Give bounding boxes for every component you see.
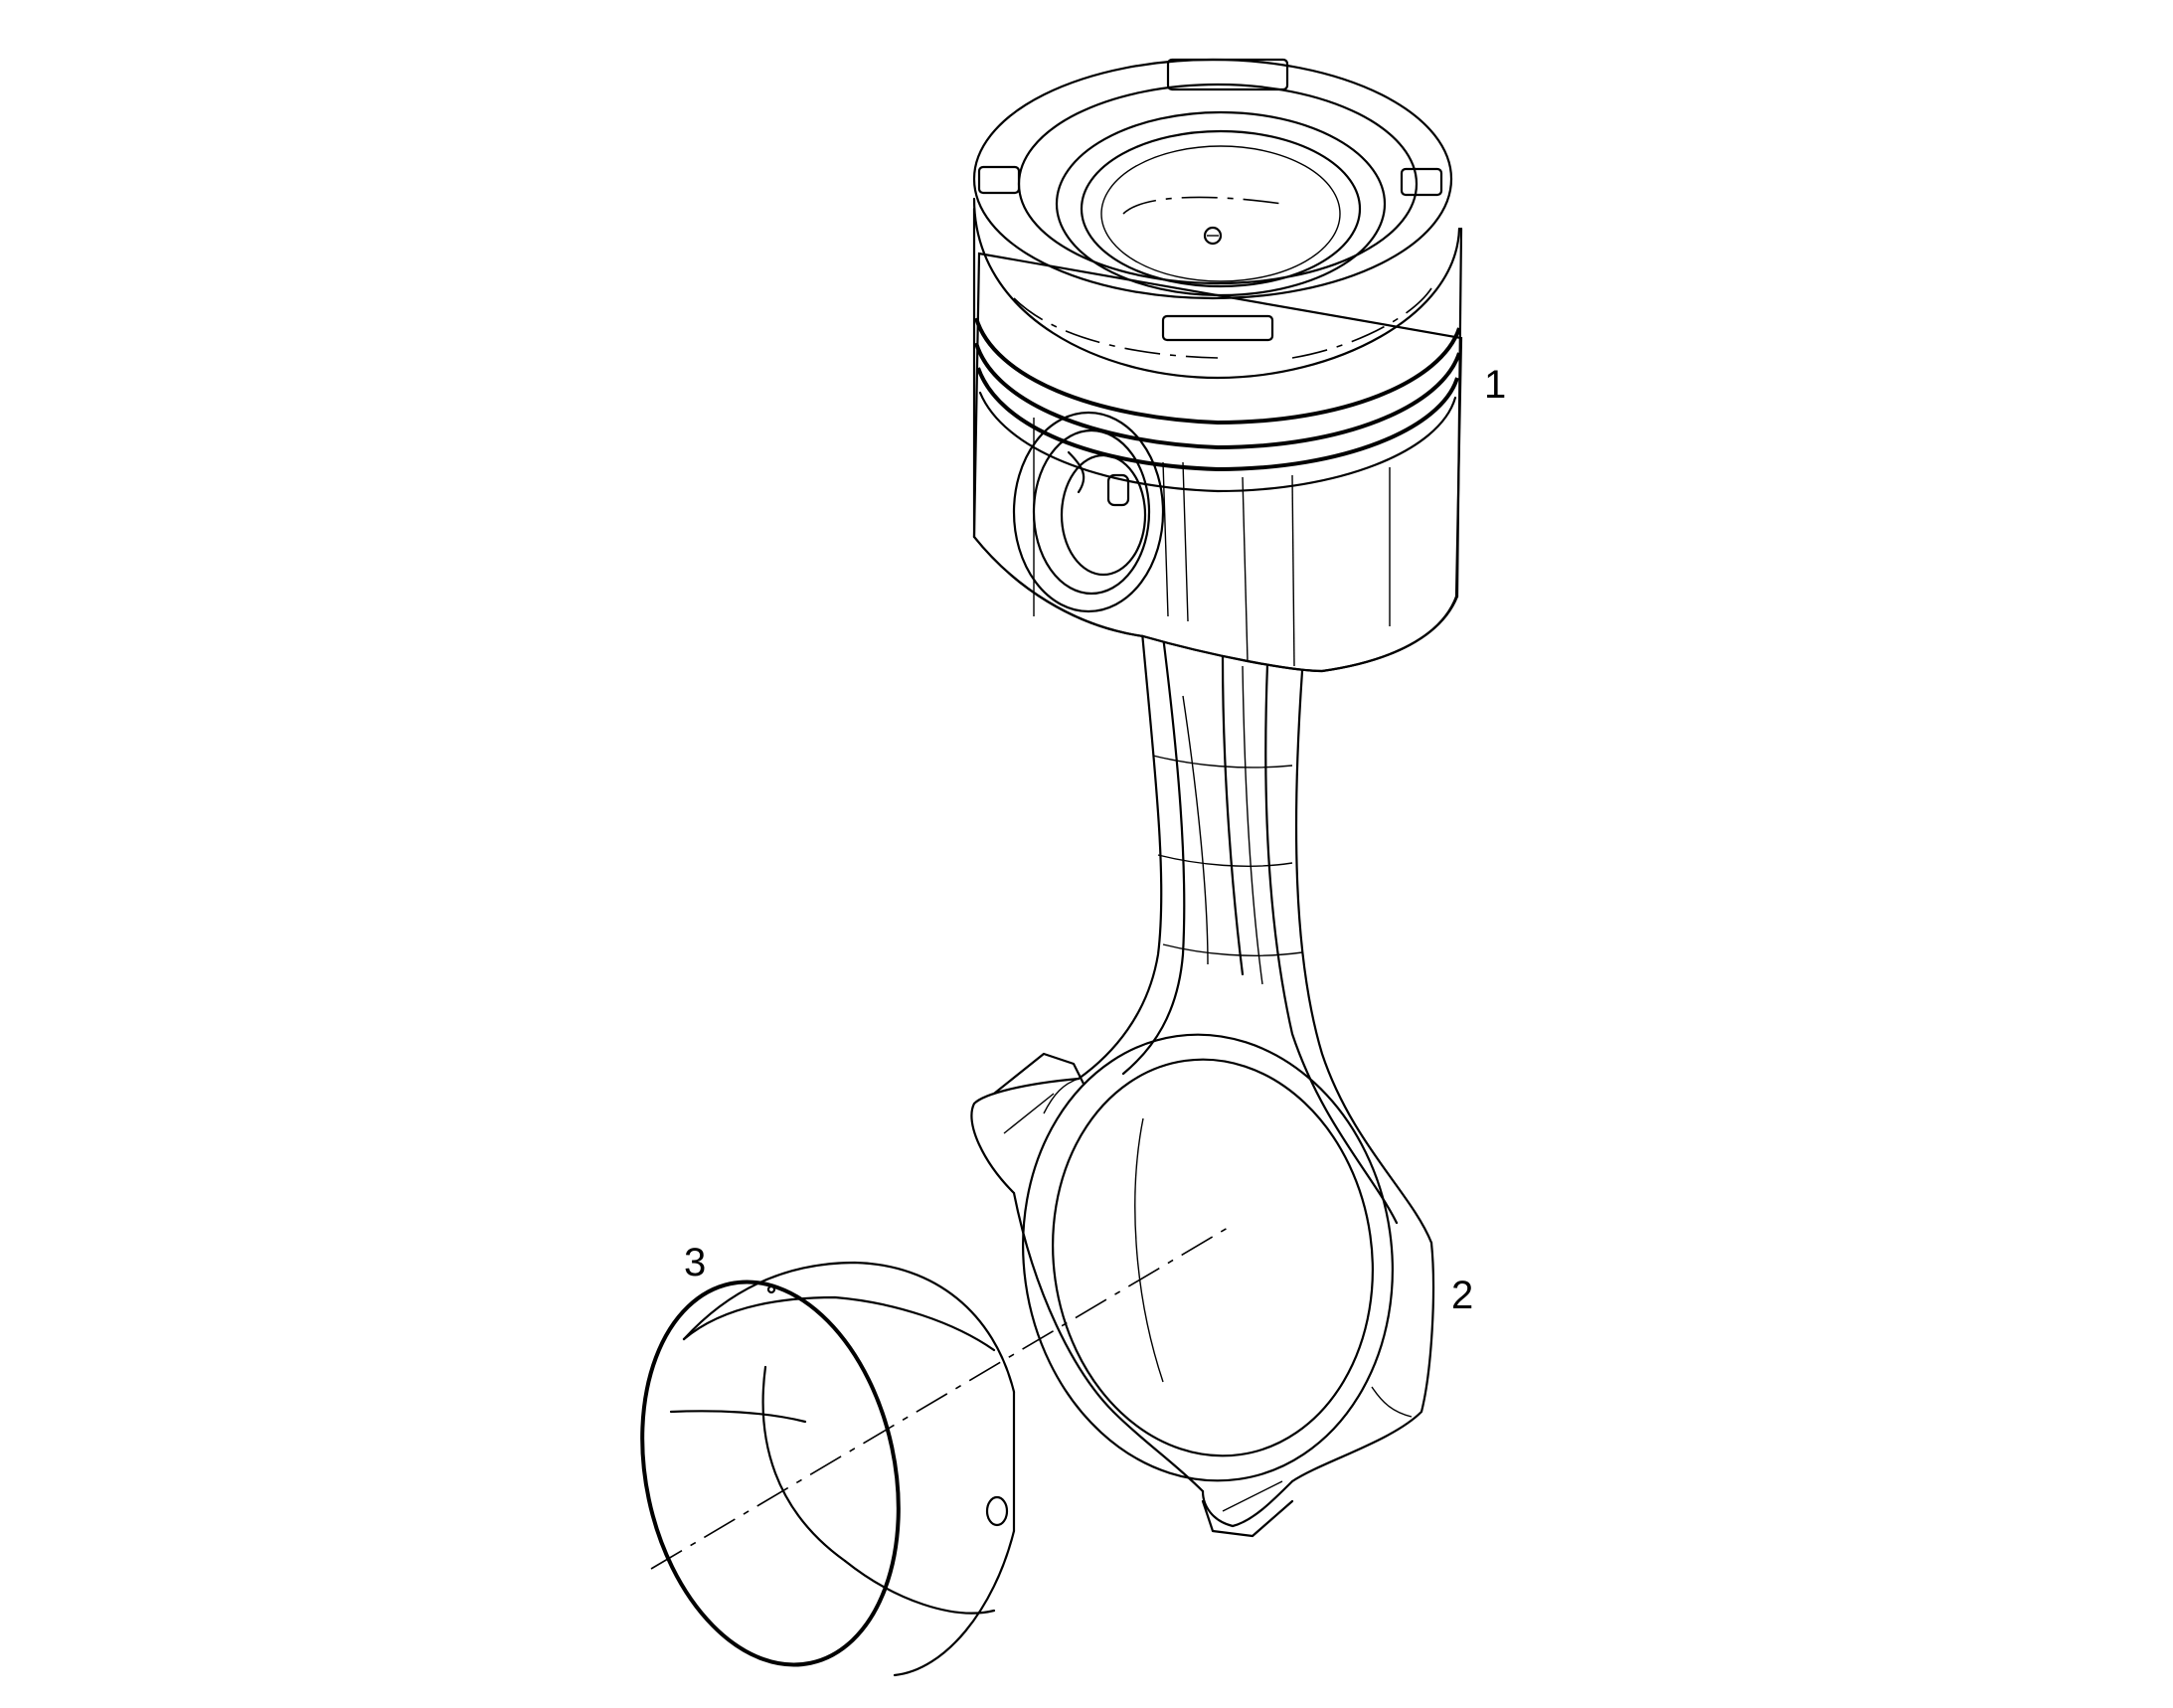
part-number-label-3: 3 bbox=[684, 1241, 707, 1284]
part-number-label-2: 2 bbox=[1451, 1274, 1474, 1317]
connecting-rod-icon bbox=[970, 619, 1435, 1538]
bearing-shell-icon bbox=[640, 1261, 1016, 1677]
assembly-centerline bbox=[650, 1227, 1229, 1570]
piston-icon bbox=[972, 58, 1463, 673]
part-number-label-1: 1 bbox=[1484, 363, 1507, 407]
